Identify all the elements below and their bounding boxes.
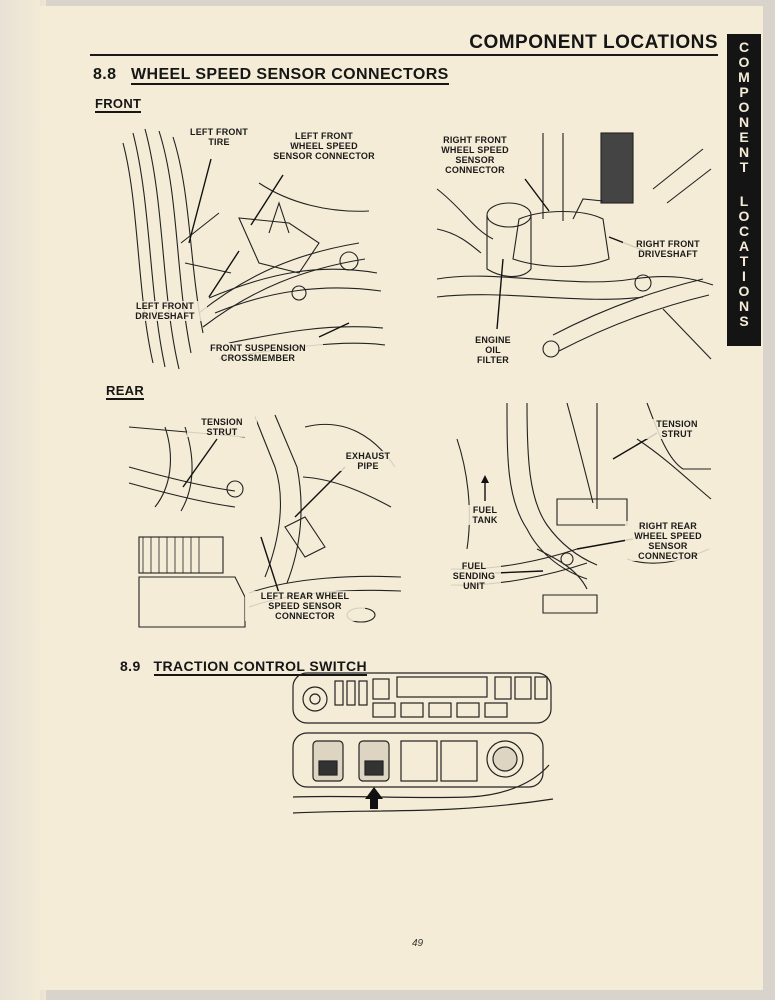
section-8-9-heading: 8.9 TRACTION CONTROL SWITCH	[120, 658, 368, 676]
section-title: WHEEL SPEED SENSOR CONNECTORS	[131, 66, 449, 85]
header-title: COMPONENT LOCATIONS	[469, 32, 718, 53]
front-label: FRONT	[95, 96, 142, 113]
traction-control-drawing	[292, 672, 554, 814]
traction-control-diagram	[288, 668, 558, 822]
page-number: 49	[412, 938, 424, 949]
section-number: 8.8	[93, 66, 117, 83]
front-right-drawing	[436, 132, 714, 360]
manual-page	[10, 6, 763, 990]
page-header: COMPONENT LOCATIONS	[90, 32, 718, 56]
section-8-8-heading: 8.8 WHEEL SPEED SENSOR CONNECTORS	[93, 66, 449, 85]
section-title: TRACTION CONTROL SWITCH	[153, 658, 368, 676]
rear-label: REAR	[106, 383, 145, 400]
header-rule	[90, 54, 718, 56]
book-spine	[0, 0, 40, 1000]
section-number: 8.9	[120, 658, 141, 674]
